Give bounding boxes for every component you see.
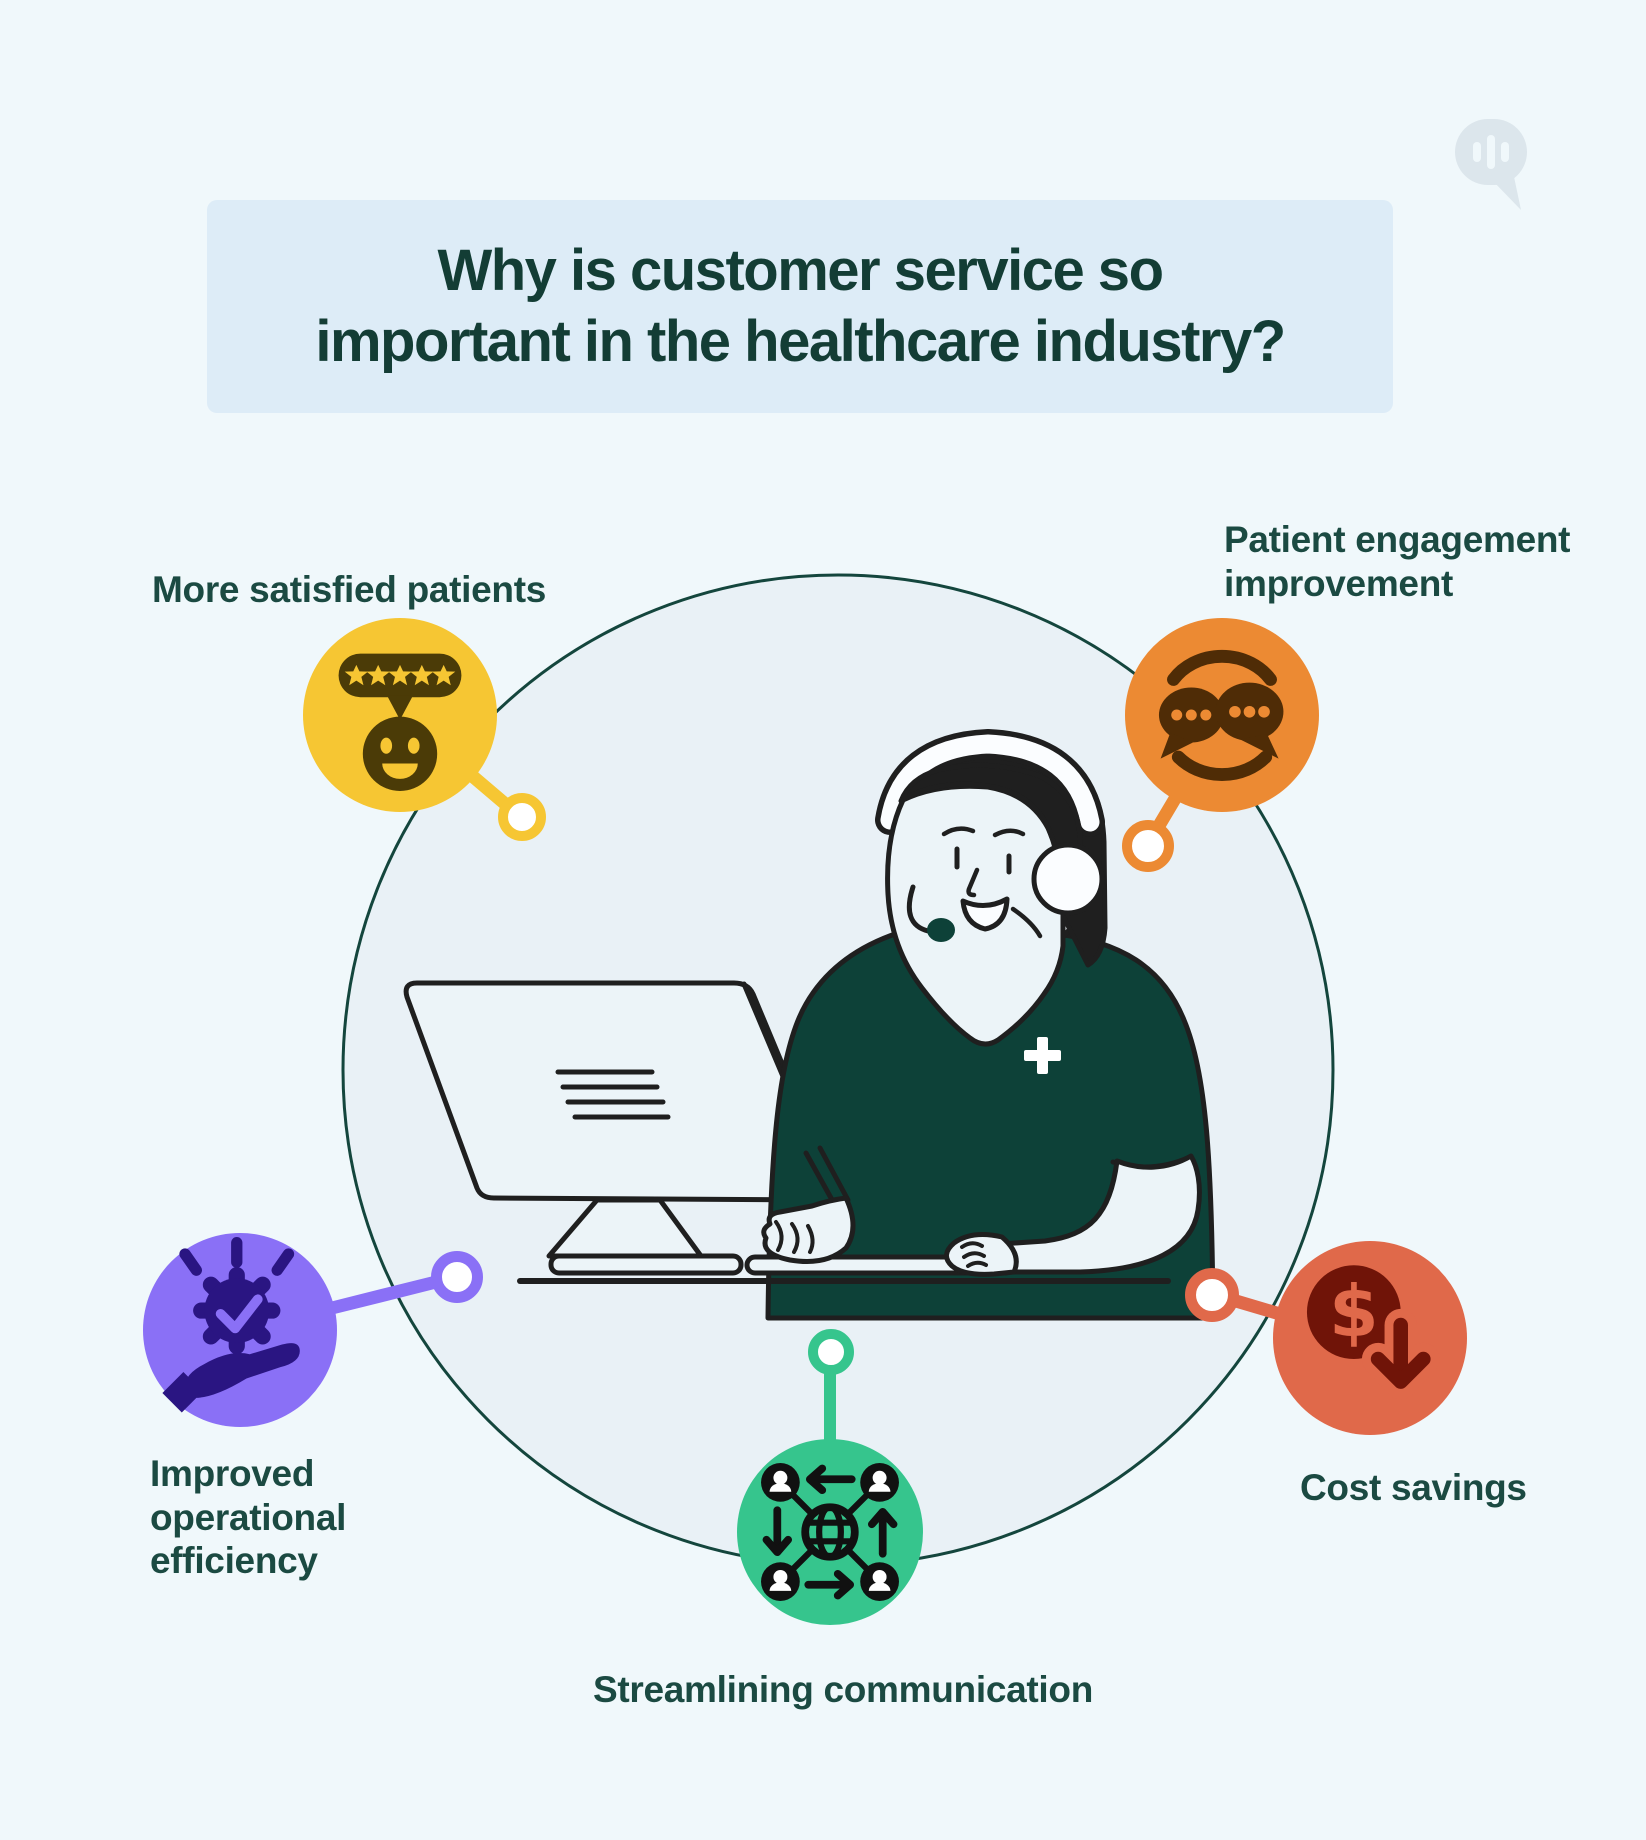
node-more-satisfied-patients (303, 618, 497, 812)
title-box: Why is customer service so important in … (207, 200, 1393, 413)
connector-satisfied (463, 767, 546, 841)
dollar-down-arrow-icon: $ (1273, 1241, 1467, 1435)
node-cost-savings: $ (1273, 1241, 1467, 1435)
microphone-boom (906, 884, 931, 934)
chat-bubbles-exchange-icon (1125, 618, 1319, 812)
five-star-rating-smiley-icon (303, 618, 497, 812)
agent-hands (761, 1145, 1202, 1277)
page-title-line-1: Why is customer service so (437, 237, 1165, 303)
node-operational-efficiency (143, 1233, 337, 1427)
label-more-satisfied-patients: More satisfied patients (152, 569, 547, 610)
connector-efficiency (325, 1251, 483, 1315)
connector-streamlining (808, 1329, 854, 1451)
node-streamlining-communication (737, 1439, 923, 1625)
label-cost-savings: Cost savings (1300, 1467, 1527, 1508)
label-streamlining-communication: Streamlining communication (593, 1669, 1093, 1710)
page-title-line-2: important in the healthcare industry? (315, 308, 1286, 374)
connector-cost (1185, 1268, 1287, 1322)
central-illustration (403, 729, 1216, 1321)
headset-earmuff-icon (1031, 842, 1105, 916)
connector-engagement (1122, 790, 1183, 872)
node-patient-engagement (1125, 618, 1319, 812)
medical-cross-badge (1024, 1037, 1061, 1074)
dollar-symbol: $ (1329, 1270, 1379, 1353)
label-patient-engagement: Patient engagement improvement (1224, 519, 1571, 604)
people-globe-network-icon (737, 1439, 923, 1625)
agent-head (875, 729, 1108, 1047)
hand-gear-check-icon (143, 1233, 337, 1427)
microphone-icon (927, 918, 955, 942)
connectors (325, 767, 1287, 1451)
label-operational-efficiency: Improved operational efficiency (150, 1453, 347, 1582)
